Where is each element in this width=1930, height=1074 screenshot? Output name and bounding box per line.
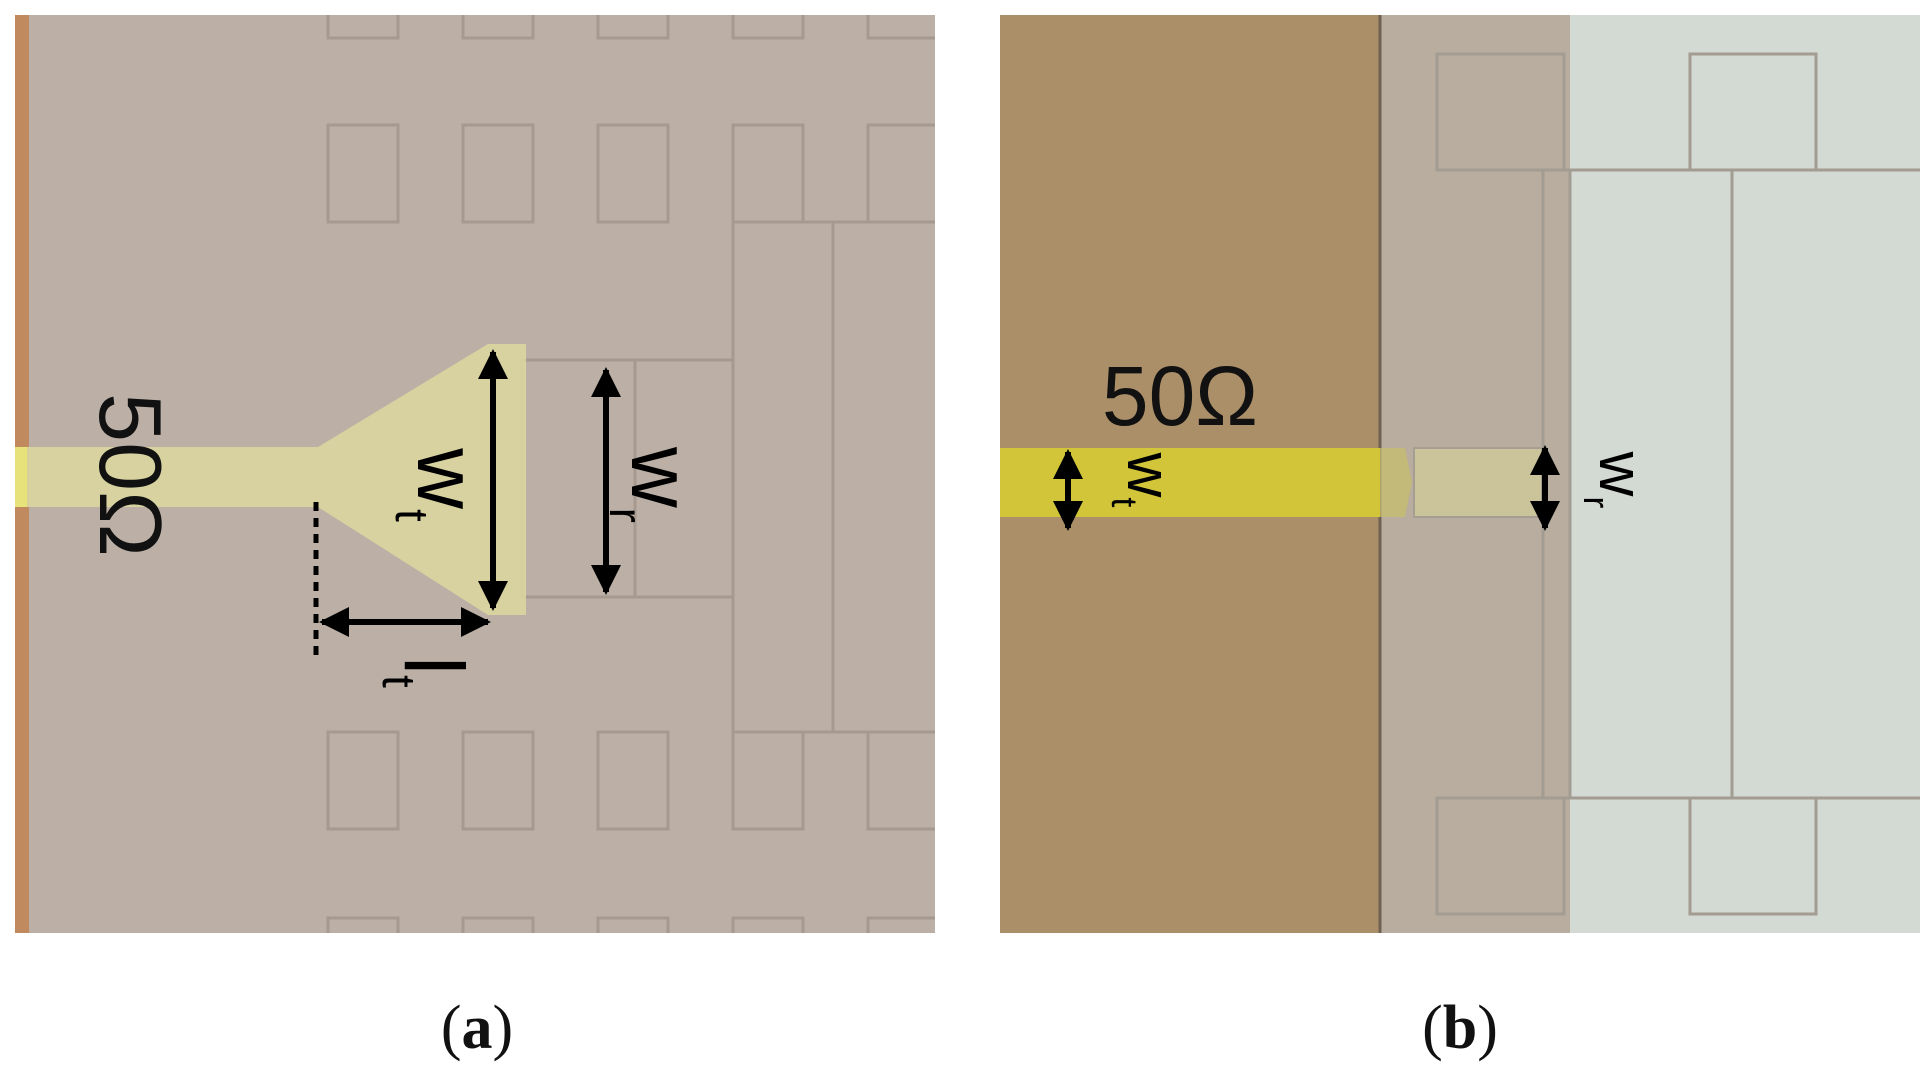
wr-label-b: wr xyxy=(1576,451,1655,509)
feed-line-a-bright xyxy=(15,447,27,507)
panel-a xyxy=(15,15,935,933)
cell-row-lower xyxy=(326,730,935,831)
wt-label-b: wt xyxy=(1104,452,1183,508)
svg-text:wr: wr xyxy=(1576,451,1655,509)
microstrip-taper-b xyxy=(1380,448,1412,517)
caption-b: (b) xyxy=(1422,994,1498,1062)
microstrip-feed-b xyxy=(1000,448,1380,517)
svg-text:lt: lt xyxy=(373,656,481,688)
wt-label-a: wt xyxy=(386,447,494,522)
substrate-b-right xyxy=(1570,15,1920,933)
cell-row-upper xyxy=(326,123,935,224)
panel-b xyxy=(1000,15,1920,933)
svg-text:wt: wt xyxy=(1104,452,1183,508)
caption-a: (a) xyxy=(441,994,513,1062)
microstrip-taper-a xyxy=(27,344,526,615)
cell-row-bottom xyxy=(326,916,935,933)
cell-row-top xyxy=(326,15,935,40)
wr-label-a: wr xyxy=(600,446,708,523)
lt-label-a: lt xyxy=(373,656,481,688)
svg-text:50Ω: 50Ω xyxy=(81,393,180,557)
impedance-label-b: 50Ω xyxy=(1102,349,1258,443)
svg-text:wr: wr xyxy=(600,446,708,523)
impedance-label-a: 50Ω xyxy=(81,393,180,557)
resonator-strip-b xyxy=(1413,447,1543,518)
svg-text:wt: wt xyxy=(386,447,494,522)
